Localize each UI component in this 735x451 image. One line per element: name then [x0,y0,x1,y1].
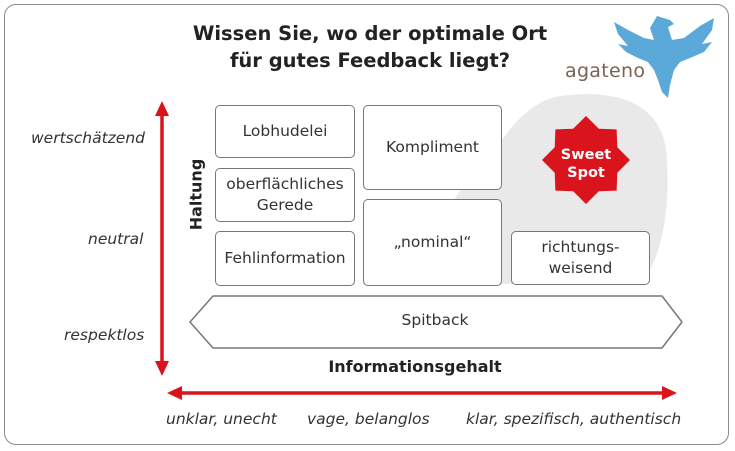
box-nominal: „nominal“ [363,199,502,286]
box-oberflaechliches-line2: Gerede [256,196,314,214]
y-axis-title: Haltung [186,158,206,231]
x-level-vage: vage, belanglos [307,410,430,428]
box-lobhudelei: Lobhudelei [215,105,355,158]
box-oberflaechliches-line1: oberflächliches [226,175,344,193]
spitback-label: Spitback [401,311,469,329]
y-level-wertschaetzend: wertschätzend [31,129,145,147]
box-richtungsweisend: richtungs- weisend [511,231,650,285]
eagle-logo [614,16,714,98]
box-richtungsweisend-line1: richtungs- [541,238,620,256]
spitback-shape [189,295,683,349]
title-line-1: Wissen Sie, wo der optimale Ort [192,22,548,45]
x-level-unklar: unklar, unecht [166,410,277,428]
box-nominal-label: „nominal“ [393,233,472,251]
sweet-spot-star [542,116,630,204]
sweet-spot-line2: Spot [567,165,605,181]
box-kompliment-label: Kompliment [386,138,479,156]
box-oberflaechliches-gerede: oberflächliches Gerede [215,168,355,222]
page-title: Wissen Sie, wo der optimale Ort für gute… [180,20,560,74]
box-lobhudelei-label: Lobhudelei [242,122,328,140]
box-fehlinformation: Fehlinformation [215,231,355,286]
brand-name: agateno [565,60,646,82]
box-fehlinformation-label: Fehlinformation [224,249,346,267]
title-line-2: für gutes Feedback liegt? [229,49,511,72]
y-level-respektlos: respektlos [64,326,145,344]
x-axis-title: Informationsgehalt [328,357,502,376]
sweet-spot-label: Sweet Spot [538,146,634,182]
x-level-klar: klar, spezifisch, authentisch [466,410,682,428]
sweet-spot-line1: Sweet [560,147,612,163]
x-axis-arrow [167,386,677,400]
y-axis-arrow [155,101,169,376]
box-kompliment: Kompliment [363,105,502,190]
diagram-frame [4,4,729,445]
y-level-neutral: neutral [88,230,144,248]
box-richtungsweisend-line2: weisend [548,259,613,277]
